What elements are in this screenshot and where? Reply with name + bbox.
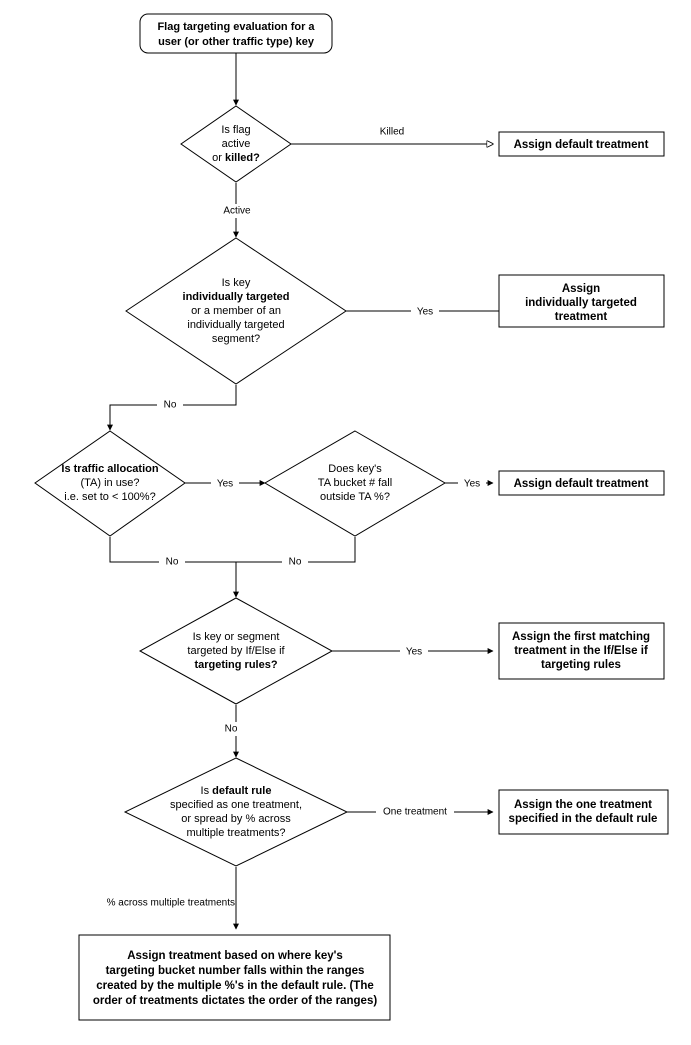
label-bg-active [218,204,256,218]
label-bg-killed [373,125,411,139]
b2-line-1: Assign [562,283,600,295]
edge-label-layer: Killed Active Yes No Yes Yes No No Yes N… [107,125,486,909]
d1-line-3: or killed? [212,152,260,164]
b1-line-1: Assign default treatment [514,139,649,151]
d5-line-2: targeted by If/Else if [187,645,285,657]
connector-d3-to-junction [109,537,236,563]
edge-label-no-traffic-allocation: No [166,557,179,568]
node-assign-default-treatment-ta[interactable]: Assign default treatment [498,470,665,496]
b4-line-3: targeting rules [541,659,621,671]
d6-line-1-prefix: Is [201,785,213,797]
node-assign-first-matching-treatment[interactable]: Assign the first matching treatment in t… [498,622,665,680]
label-bg-no1 [157,398,183,412]
label-bg-no4 [218,722,244,736]
node-decision-individually-targeted[interactable]: Is key individually targeted or a member… [125,237,347,385]
b2-line-3: treatment [555,311,608,323]
d4-line-1: Does key's [328,463,382,475]
b5-shape[interactable] [498,789,669,835]
b6-line-1: Assign treatment based on where key's [127,950,343,962]
node-decision-default-rule[interactable]: Is default rule specified as one treatme… [123,757,349,867]
node-decision-ta-bucket[interactable]: Does key's TA bucket # fall outside TA %… [264,430,446,537]
edge-label-killed: Killed [380,127,404,138]
label-bg-no2 [159,555,185,569]
d1-line-3-prefix: or [212,152,225,164]
label-bg-yes4 [400,645,428,659]
b2-line-2: individually targeted [525,297,637,309]
decision-flag-shape[interactable] [180,105,292,183]
d3-line-2: (TA) in use? [80,477,139,489]
edge-label-yes-individually-targeted: Yes [417,307,433,318]
d5-line-3: targeting rules? [194,659,277,671]
d1-line-1: Is flag [221,124,250,136]
d5-line-1: Is key or segment [193,631,280,643]
d6-line-2: specified as one treatment, [170,799,302,811]
edge-label-pct-across-multiple-treatments: % across multiple treatments [107,898,235,909]
label-bg-yes1 [411,305,439,319]
decision-default-rule-shape[interactable] [123,757,349,867]
decision-traffic-allocation-shape[interactable] [34,430,186,537]
node-start[interactable]: Flag targeting evaluation for a user (or… [139,13,333,54]
d6-line-3: or spread by % across [181,813,291,825]
edge-label-no-individually-targeted: No [164,400,177,411]
d4-line-3: outside TA %? [320,491,390,503]
node-assign-one-treatment[interactable]: Assign the one treatment specified in th… [498,789,669,835]
b6-line-2: targeting bucket number falls within the… [106,965,365,977]
decision-individually-targeted-shape[interactable] [125,237,347,385]
decision-ta-bucket-shape[interactable] [264,430,446,537]
edge-label-yes-traffic-allocation: Yes [217,479,233,490]
node-decision-traffic-allocation[interactable]: Is traffic allocation (TA) in use? i.e. … [34,430,186,537]
b2-shape[interactable] [498,274,665,328]
d1-line-3-killed: killed? [225,152,260,164]
d2-line-2: individually targeted [183,291,290,303]
node-assign-individually-targeted-treatment[interactable]: Assign individually targeted treatment [498,274,665,328]
decision-targeting-rules-shape[interactable] [138,597,334,705]
node-assign-default-treatment-killed[interactable]: Assign default treatment [498,131,665,157]
edge-label-one-treatment: One treatment [383,807,447,818]
edge-label-no-ta-bucket: No [289,557,302,568]
node-decision-targeting-rules[interactable]: Is key or segment targeted by If/Else if… [138,597,334,705]
label-bg-yes2 [211,477,239,491]
d2-line-3: or a member of an [191,305,281,317]
start-shape[interactable] [139,13,333,54]
b4-line-1: Assign the first matching [512,631,650,643]
b4-shape[interactable] [498,622,665,680]
label-bg-no3 [282,555,308,569]
d3-line-1: Is traffic allocation [61,463,158,475]
b5-line-2: specified in the default rule [509,813,658,825]
label-bg-one-treatment [376,805,454,819]
edge-label-yes-targeting-rules: Yes [406,647,422,658]
b6-line-3: created by the multiple %'s in the defau… [96,980,374,992]
b3-shape[interactable] [498,470,665,496]
start-line-1: Flag targeting evaluation for a [157,21,315,33]
b6-line-4: order of treatments dictates the order o… [93,995,378,1007]
d4-line-2: TA bucket # fall [318,477,392,489]
d6-line-1: Is default rule [201,785,272,797]
b5-line-1: Assign the one treatment [514,799,652,811]
node-assign-treatment-by-bucket-range[interactable]: Assign treatment based on where key's ta… [78,934,391,1021]
d1-line-2: active [222,138,251,150]
d3-line-3: i.e. set to < 100%? [64,491,155,503]
b4-line-2: treatment in the If/Else if [514,645,648,657]
d6-line-4: multiple treatments? [186,827,285,839]
label-bg-yes3 [458,477,486,491]
d2-line-4: individually targeted [187,319,284,331]
d2-line-5: segment? [212,333,260,345]
b3-line-1: Assign default treatment [514,478,649,490]
start-line-2: user (or other traffic type) key [158,36,315,48]
edge-label-active: Active [223,206,251,217]
b1-shape[interactable] [498,131,665,157]
b6-shape[interactable] [78,934,391,1021]
d2-line-1: Is key [222,277,251,289]
node-decision-flag-active-or-killed[interactable]: Is flag active or killed? [180,105,292,183]
edge-label-no-targeting-rules: No [225,724,238,735]
connector-d4-to-junction [236,537,356,563]
d6-line-1-default-rule: default rule [212,785,271,797]
edge-label-yes-ta-bucket: Yes [464,479,480,490]
